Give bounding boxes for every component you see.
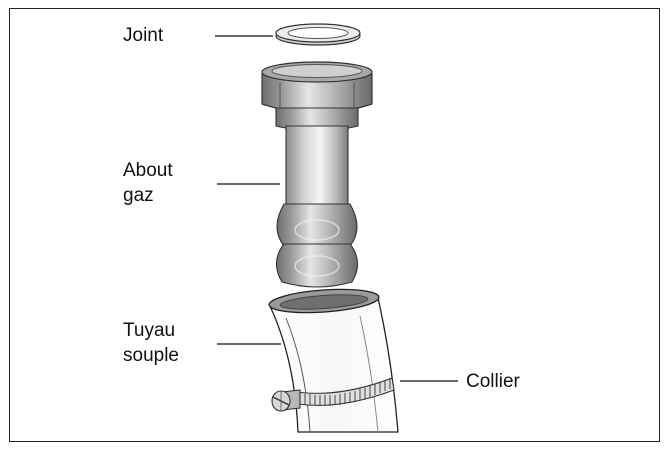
label-about-line2: gaz	[123, 185, 154, 206]
about-gaz-fitting	[261, 61, 373, 288]
label-about-gaz: About gaz	[123, 158, 173, 208]
label-collier-text: Collier	[466, 371, 520, 392]
label-tuyau-line1: Tuyau	[123, 320, 176, 341]
collier-clamp	[271, 377, 395, 412]
joint-washer	[275, 23, 361, 46]
tuyau-souple-hose	[268, 288, 399, 433]
label-joint: Joint	[123, 23, 163, 48]
diagram-frame	[9, 8, 660, 442]
label-joint-text: Joint	[123, 25, 164, 46]
label-collier: Collier	[466, 369, 520, 394]
label-tuyau-souple: Tuyau souple	[123, 318, 179, 368]
label-about-line1: About	[123, 160, 173, 181]
label-tuyau-line2: souple	[123, 345, 179, 366]
